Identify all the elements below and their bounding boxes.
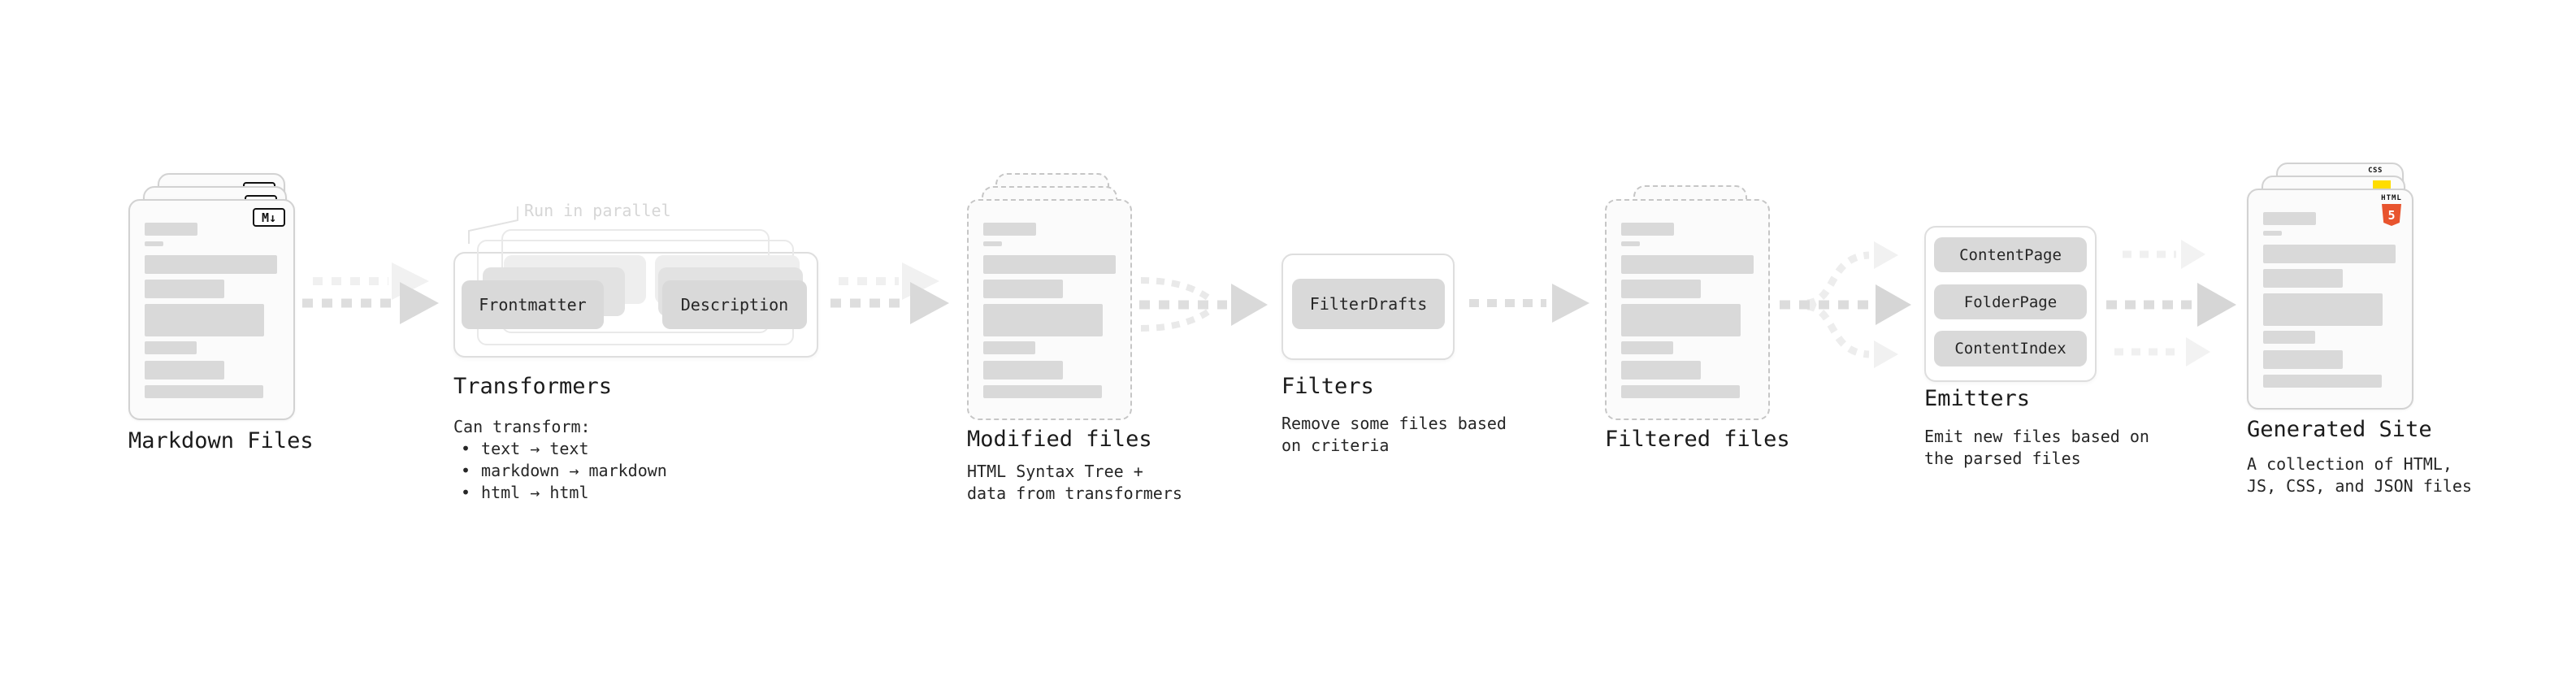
text-skeleton-bar (1621, 385, 1740, 398)
emitter-chip-folderpage: FolderPage (1934, 284, 2087, 319)
arrow-emitters-to-generated (2106, 240, 2236, 367)
markdown-icon: M↓ (253, 208, 285, 227)
arrow-transformers-to-modified (830, 262, 949, 324)
text-skeleton-bar (145, 223, 197, 236)
filters-description: on criteria (1281, 436, 1390, 455)
emitters-description: the parsed files (1924, 449, 2081, 468)
markdown-file-card-front: M↓ (128, 199, 295, 420)
css-badge-text: CSS (2368, 167, 2383, 175)
html5-icon: HTML 5 (2381, 195, 2402, 226)
modified-files-stack (967, 173, 1132, 420)
transformers-bullet-item: • html → html (461, 482, 589, 504)
bullet-icon: • (461, 461, 471, 480)
text-skeleton-bar (1621, 241, 1640, 246)
filter-chip-filterdrafts: FilterDrafts (1292, 279, 1445, 329)
transformers-description-title: Can transform: (453, 417, 591, 436)
generated-site-stack: CSS HTML 5 (2247, 163, 2413, 410)
text-skeleton-bar (1621, 280, 1701, 298)
generated-site-description: A collection of HTML, (2247, 454, 2452, 474)
arrow-markdown-to-transformers (302, 262, 439, 324)
markdown-files-label: Markdown Files (128, 428, 314, 453)
text-skeleton-bar (983, 241, 1002, 246)
text-skeleton-bar (983, 341, 1035, 354)
text-skeleton-bar (983, 223, 1036, 236)
text-skeleton-bar (1621, 255, 1754, 274)
text-skeleton-bar (983, 304, 1103, 336)
text-skeleton-bar (145, 361, 224, 380)
emitter-chip-contentindex: ContentIndex (1934, 331, 2087, 367)
text-skeleton-bar (2263, 331, 2315, 344)
text-skeleton-bar (145, 280, 224, 298)
transformer-step-description: Description (662, 280, 807, 329)
text-skeleton-bar (2263, 350, 2343, 369)
filtered-file-card-front (1605, 199, 1770, 420)
emitters-heading: Emitters (1924, 386, 2031, 411)
generated-site-label: Generated Site (2247, 417, 2432, 442)
bullet-text: markdown → markdown (481, 461, 667, 480)
bullet-icon: • (461, 439, 471, 458)
text-skeleton-bar (1621, 304, 1741, 336)
bullet-text: html → html (481, 483, 589, 502)
text-skeleton-bar (145, 341, 197, 354)
text-skeleton-bar (145, 255, 277, 274)
text-skeleton-bar (2263, 269, 2343, 288)
emitter-chip-contentpage: ContentPage (1934, 237, 2087, 272)
filters-description: Remove some files based (1281, 414, 1507, 433)
modified-files-label: Modified files (967, 427, 1152, 452)
generated-site-description: JS, CSS, and JSON files (2247, 476, 2472, 496)
text-skeleton-bar (2263, 231, 2282, 236)
text-skeleton-bar (1621, 223, 1674, 236)
filtered-files-label: Filtered files (1605, 427, 1790, 452)
text-skeleton-bar (145, 241, 163, 246)
arrow-filters-to-filtered (1469, 284, 1589, 323)
text-skeleton-bar (983, 385, 1102, 398)
text-skeleton-bar (983, 255, 1116, 274)
text-skeleton-bar (2263, 375, 2382, 388)
html5-shield: 5 (2382, 204, 2401, 226)
text-skeleton-bar (983, 361, 1063, 380)
filtered-files-stack (1605, 185, 1770, 420)
transformers-bullet-item: • markdown → markdown (461, 460, 667, 482)
html5-badge-number: 5 (2387, 207, 2396, 223)
text-skeleton-bar (983, 280, 1063, 298)
text-skeleton-bar (2263, 212, 2316, 225)
run-in-parallel-callout: Run in parallel (524, 201, 671, 220)
text-skeleton-bar (145, 304, 264, 336)
arrow-filtered-to-emitters (1780, 241, 1911, 368)
text-skeleton-bar (1621, 361, 1701, 380)
modified-files-description: data from transformers (967, 484, 1182, 503)
bullet-icon: • (461, 483, 471, 502)
emitters-description: Emit new files based on (1924, 427, 2149, 446)
transformer-step-frontmatter: Frontmatter (462, 280, 604, 329)
html5-badge-text: HTML (2381, 194, 2402, 202)
arrow-modified-to-filters (1139, 277, 1268, 332)
modified-files-description: HTML Syntax Tree + (967, 462, 1143, 481)
text-skeleton-bar (2263, 293, 2383, 326)
transformers-bullet-item: • text → text (461, 438, 589, 460)
filters-heading: Filters (1281, 374, 1374, 399)
text-skeleton-bar (1621, 341, 1673, 354)
generated-file-card-html: HTML 5 (2247, 189, 2413, 410)
text-skeleton-bar (145, 385, 263, 398)
text-skeleton-bar (2263, 245, 2396, 263)
modified-file-card-front (967, 199, 1132, 420)
markdown-files-stack: M↓ M↓ M↓ (128, 173, 295, 420)
js-icon (2373, 180, 2391, 190)
run-in-parallel-leader-line (468, 206, 518, 244)
bullet-text: text → text (481, 439, 589, 458)
transformers-heading: Transformers (453, 374, 613, 399)
